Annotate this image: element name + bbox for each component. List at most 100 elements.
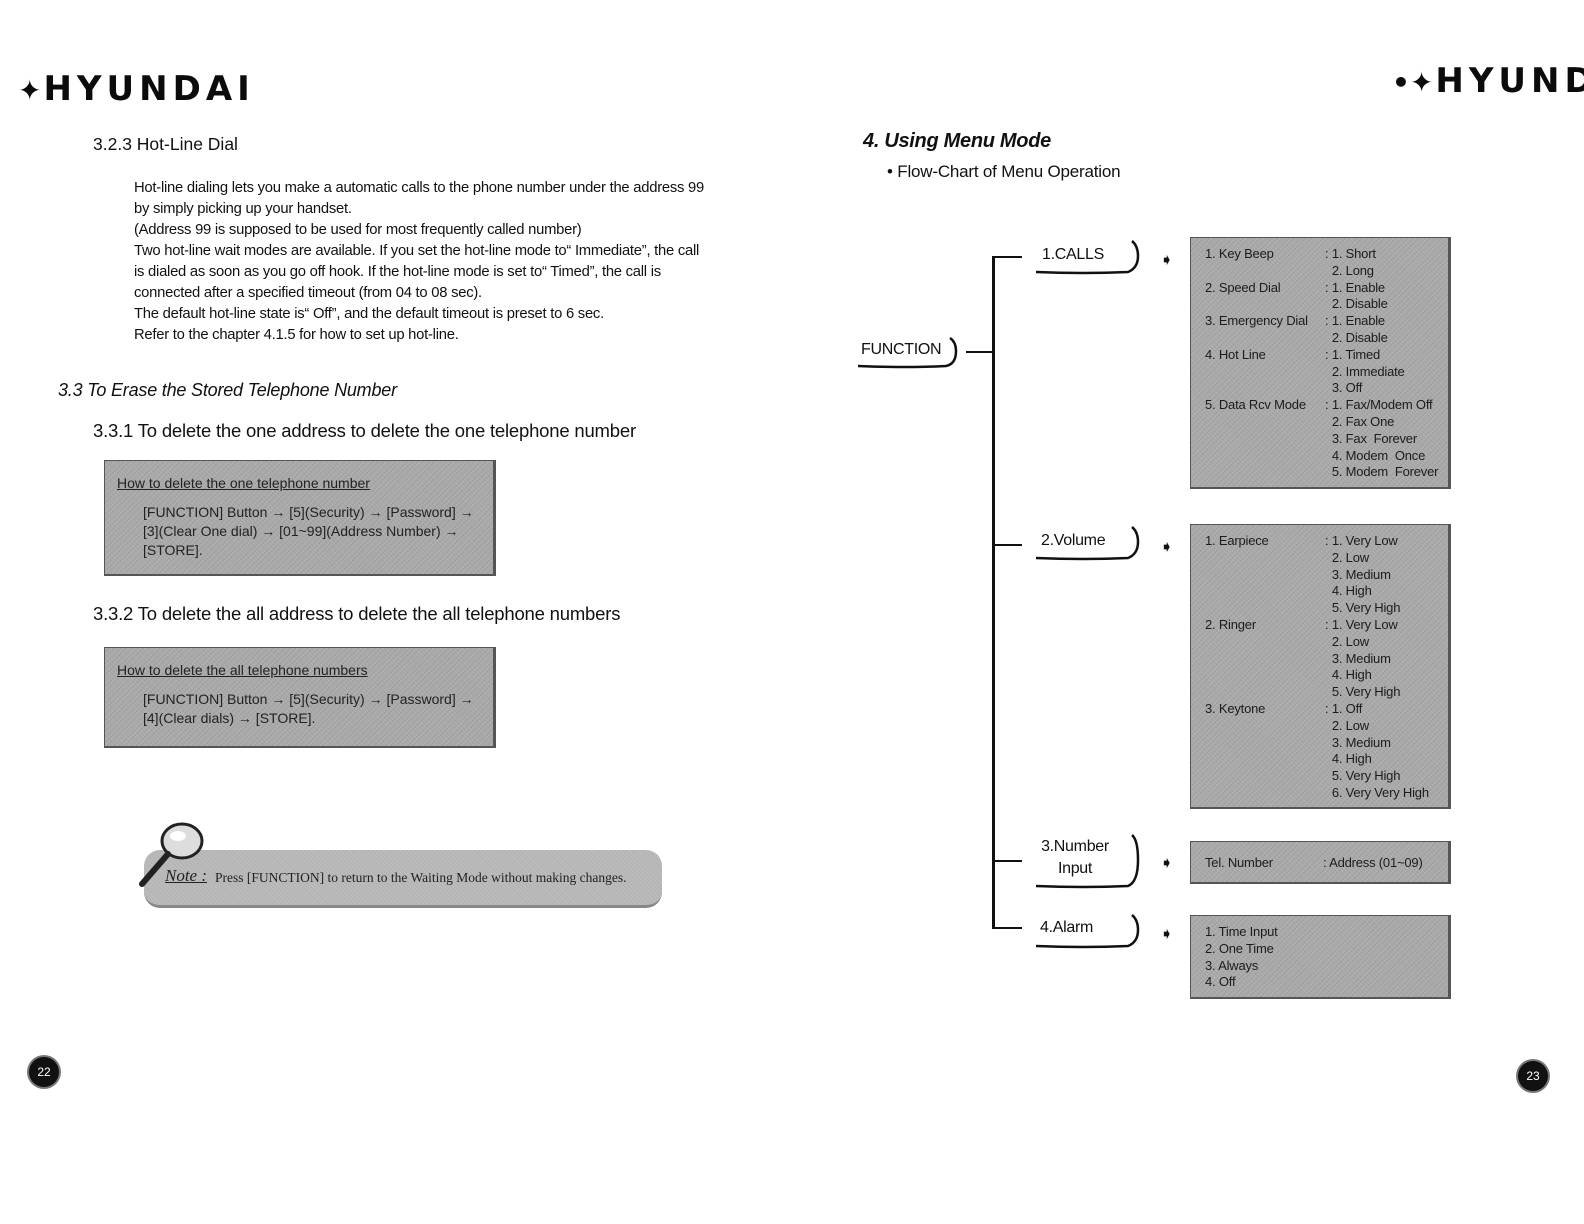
menu-mode-title: 4. Using Menu Mode <box>863 130 1051 152</box>
paragraph-line: Two hot-line wait modes are available. I… <box>134 243 700 259</box>
submenu-option: 4. Modem Once <box>1325 447 1426 463</box>
paragraph-line: connected after a specified timeout (fro… <box>134 285 482 301</box>
hyundai-emblem-icon: •✦ <box>1392 66 1434 99</box>
page-number-right: 23 <box>1518 1061 1548 1091</box>
branch-connector <box>992 860 1022 862</box>
submenu-option: 5. Very High <box>1325 768 1401 784</box>
submenu-option: : 1. Very Low <box>1325 533 1398 548</box>
submenu-option: 3. Medium <box>1325 650 1391 666</box>
page-number-left: 22 <box>29 1057 59 1087</box>
submenu-option: 3. Medium <box>1325 734 1391 750</box>
label-line: Input <box>1057 860 1093 877</box>
volume-submenu-panel: 1. Earpiece : 1. Very Low 2. Low 3. Mediu… <box>1190 524 1451 809</box>
submenu-option: : 1. Enable <box>1325 313 1385 329</box>
arrow-right-icon: ➧ <box>1160 855 1174 872</box>
branch-connector <box>992 544 1022 546</box>
submenu-option: : Address (01~09) <box>1323 855 1423 870</box>
submenu-item-label: 1. Time Input <box>1205 924 1278 939</box>
branch-number-input-bracket <box>1035 834 1140 889</box>
branch-alarm-bracket <box>1035 914 1140 949</box>
submenu-option: 3. Fax Forever <box>1325 430 1417 446</box>
delete-one-instructions-box: How to delete the one telephone number [… <box>104 460 496 576</box>
arrow-right-icon: ➧ <box>1160 926 1174 943</box>
hyundai-logo-right: •✦HYUNDA <box>1392 64 1584 98</box>
submenu-item-label: 4. Hot Line <box>1205 346 1266 362</box>
logo-text: HYUNDA <box>1435 61 1584 101</box>
submenu-item-label: Tel. Number <box>1205 855 1273 870</box>
heading-3-3-2: 3.3.2 To delete the all address to delet… <box>93 603 621 624</box>
branch-calls-bracket <box>1035 240 1140 275</box>
box-step-line: [FUNCTION] Button → [5](Security) → [Pas… <box>143 504 474 520</box>
submenu-option: 4. High <box>1325 751 1372 767</box>
branch-volume-bracket <box>1035 526 1140 561</box>
submenu-option: 2. Fax One <box>1325 413 1395 429</box>
submenu-option: : 1. Enable <box>1325 279 1385 295</box>
submenu-option: 2. Disable <box>1325 296 1388 312</box>
branch-number-input-label: 3.Number Input <box>1040 836 1110 880</box>
submenu-item-label: 3. Keytone <box>1205 700 1266 716</box>
submenu-option: 5. Very High <box>1325 600 1401 616</box>
heading-3-2-3: 3.2.3 Hot-Line Dial <box>93 134 238 154</box>
submenu-item-label: 4. Off <box>1205 974 1236 990</box>
submenu-item-label: 3. Emergency Dial <box>1205 313 1308 329</box>
label-line: 3.Number <box>1041 838 1109 855</box>
heading-3-3: 3.3 To Erase the Stored Telephone Number <box>58 380 397 400</box>
function-root-bracket <box>857 336 958 369</box>
submenu-item-label: 1. Earpiece <box>1205 533 1269 548</box>
submenu-option: 4. High <box>1325 667 1372 683</box>
branch-connector <box>992 927 1022 929</box>
submenu-option: 6. Very Very High <box>1325 784 1429 800</box>
function-root-label: FUNCTION <box>861 341 942 358</box>
paragraph-line: is dialed as soon as you go off hook. If… <box>134 264 661 280</box>
magnifier-icon <box>139 822 204 887</box>
submenu-item-label: 2. Ringer <box>1205 616 1256 632</box>
branch-volume-label: 2.Volume <box>1041 532 1106 549</box>
submenu-option: : 1. Timed <box>1325 346 1381 362</box>
box-title: How to delete the one telephone number <box>117 475 370 491</box>
branch-connector <box>992 256 1022 258</box>
number-input-submenu-panel: Tel. Number : Address (01~09) <box>1190 841 1451 884</box>
logo-text: HYUNDAI <box>43 69 255 109</box>
root-connector <box>966 351 994 353</box>
box-title: How to delete the all telephone numbers <box>117 662 368 678</box>
box-step-line: [3](Clear One dial) → [01~99](Address Nu… <box>143 523 459 539</box>
submenu-option: 2. Low <box>1325 633 1369 649</box>
submenu-option: : 1. Short <box>1325 246 1376 261</box>
heading-3-3-1: 3.3.1 To delete the one address to delet… <box>93 420 636 441</box>
delete-all-instructions-box: How to delete the all telephone numbers … <box>104 647 496 748</box>
paragraph-line: The default hot-line state is“ Off”, and… <box>134 306 604 322</box>
paragraph-line: by simply picking up your handset. <box>134 201 352 217</box>
submenu-option: 2. Immediate <box>1325 363 1405 379</box>
bullet-text: Flow-Chart of Menu Operation <box>897 162 1121 181</box>
submenu-option: 3. Medium <box>1325 566 1391 582</box>
arrow-right-icon: ➧ <box>1160 539 1174 556</box>
submenu-option: : 1. Fax/Modem Off <box>1325 397 1433 413</box>
submenu-item-label: 2. Speed Dial <box>1205 279 1281 295</box>
submenu-option: : 1. Very Low <box>1325 616 1398 632</box>
box-step-line: [FUNCTION] Button → [5](Security) → [Pas… <box>143 691 474 707</box>
submenu-item-label: 5. Data Rcv Mode <box>1205 397 1306 413</box>
paragraph-line: Refer to the chapter 4.1.5 for how to se… <box>134 327 459 343</box>
submenu-option: 2. Disable <box>1325 329 1388 345</box>
submenu-item-label: 3. Always <box>1205 957 1259 973</box>
branch-alarm-label: 4.Alarm <box>1040 919 1094 936</box>
submenu-option: 4. High <box>1325 583 1372 599</box>
paragraph-line: (Address 99 is supposed to be used for m… <box>134 222 582 238</box>
box-steps: [FUNCTION] Button → [5](Security) → [Pas… <box>143 690 474 728</box>
paragraph-line: Hot-line dialing lets you make a automat… <box>134 180 704 196</box>
submenu-option: 2. Low <box>1325 549 1369 565</box>
hyundai-emblem-icon: ✦ <box>18 74 42 107</box>
trunk-line <box>992 256 995 929</box>
note-bar <box>144 850 662 908</box>
submenu-option: 5. Very High <box>1325 684 1401 700</box>
branch-calls-label: 1.CALLS <box>1042 246 1104 263</box>
flowchart-bullet: • Flow-Chart of Menu Operation <box>887 162 1121 182</box>
submenu-option: : 1. Off <box>1325 700 1363 716</box>
submenu-option: 5. Modem Forever <box>1325 464 1439 480</box>
submenu-option: 2. Long <box>1325 262 1374 278</box>
note-text: Press [FUNCTION] to return to the Waitin… <box>215 870 627 885</box>
hyundai-logo-left: ✦HYUNDAI <box>18 72 255 106</box>
box-step-line: [STORE]. <box>143 542 203 558</box>
